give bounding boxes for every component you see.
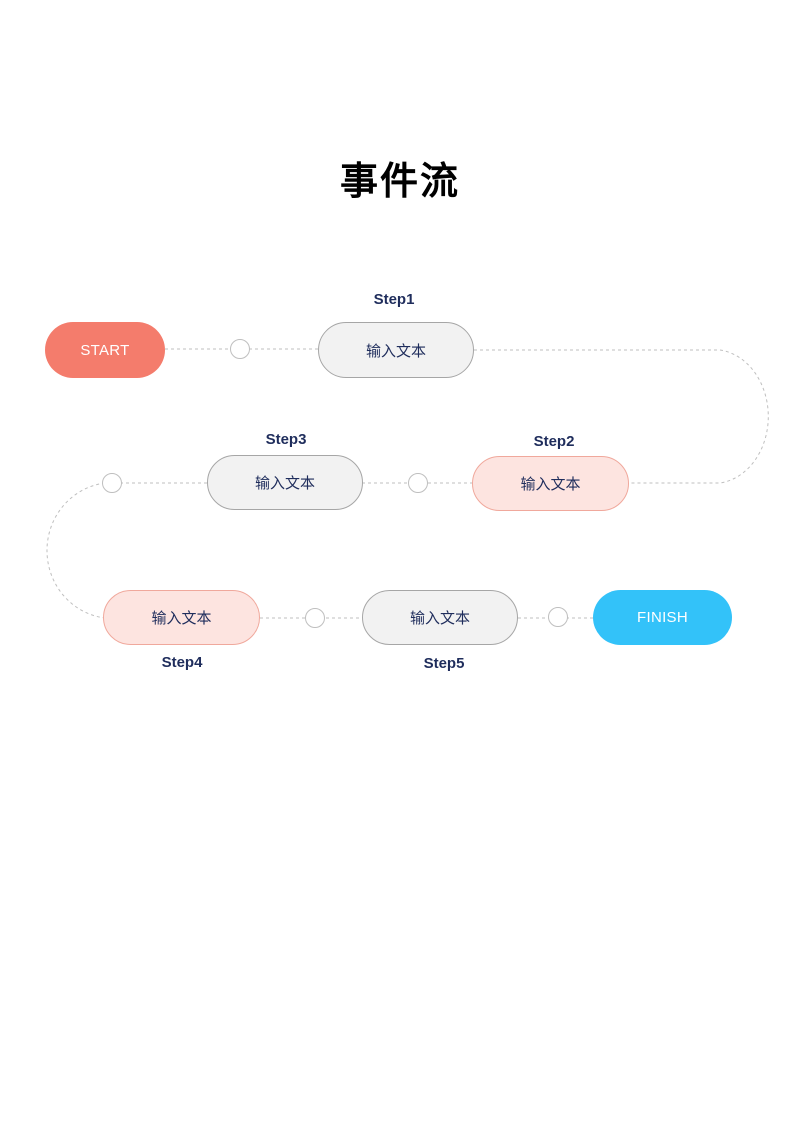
step2-label: Step2	[533, 433, 575, 450]
step4-node: 输入文本	[103, 590, 260, 645]
step5-label: Step5	[423, 655, 465, 672]
connector-dot	[408, 473, 428, 493]
start-label: START	[80, 341, 130, 359]
finish-label: FINISH	[637, 609, 688, 626]
connector-dot	[548, 607, 568, 627]
step4-text: 输入文本	[151, 609, 212, 627]
step4-label: Step4	[161, 654, 203, 671]
connector-dot	[102, 473, 122, 493]
step3-node: 输入文本	[207, 455, 363, 510]
step2-text: 输入文本	[520, 475, 581, 493]
connector-step3-step4	[46, 482, 207, 619]
step5-node: 输入文本	[362, 590, 518, 645]
start-node: START	[45, 322, 165, 378]
step1-node: 输入文本	[318, 322, 474, 378]
step3-text: 输入文本	[254, 474, 315, 492]
step3-label: Step3	[265, 431, 307, 448]
connector-dot	[230, 339, 250, 359]
connector-dot	[305, 608, 325, 628]
step2-node: 输入文本	[472, 456, 629, 511]
connector-step1-step2	[474, 349, 769, 484]
finish-node: FINISH	[593, 590, 732, 645]
page-title: 事件流	[339, 159, 460, 203]
step1-label: Step1	[373, 291, 415, 308]
step5-text: 输入文本	[409, 609, 470, 627]
step1-text: 输入文本	[365, 341, 426, 360]
